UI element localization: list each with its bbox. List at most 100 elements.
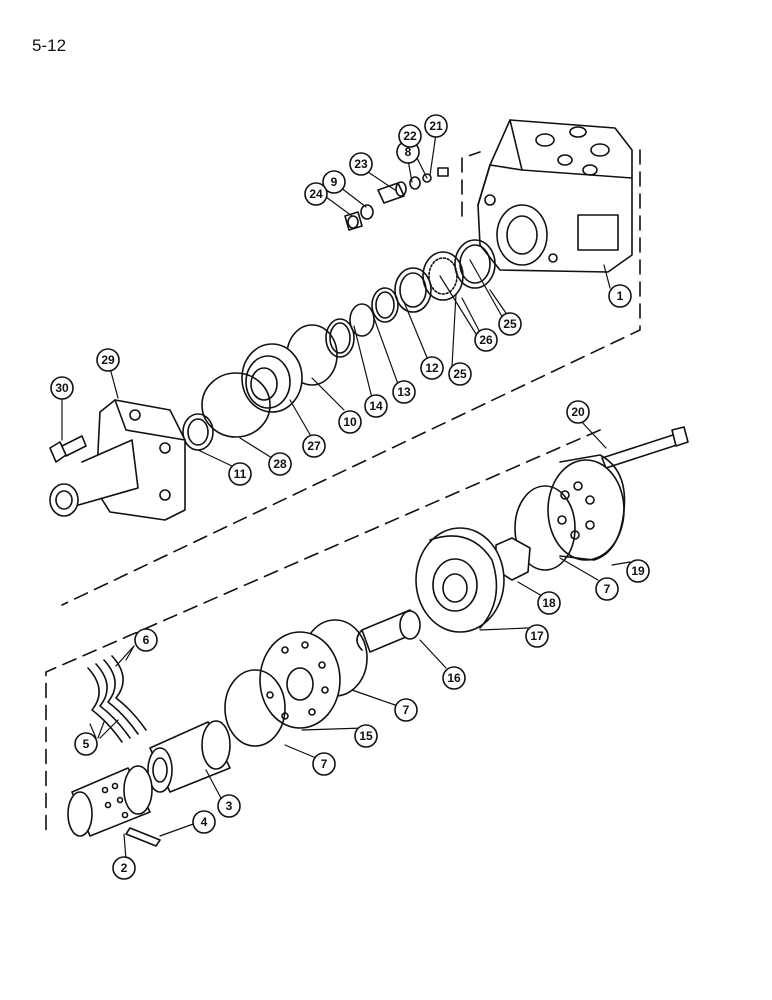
callout-c28: 28: [268, 452, 292, 476]
callout-circle: [420, 356, 444, 380]
callout-c30: 30: [50, 376, 74, 400]
mounting-flange-part: [49, 399, 186, 521]
callout-circle: [312, 752, 336, 776]
assembly-boundary-upper: [61, 149, 641, 606]
callout-circle: [474, 328, 498, 352]
callout-c18: 18: [537, 591, 561, 615]
bolt-20: [601, 426, 689, 469]
callout-c19: 19: [626, 559, 650, 583]
callout-c13: 13: [392, 380, 416, 404]
callout-circle: [322, 170, 346, 194]
callout-circle: [608, 284, 632, 308]
callout-label: 3: [226, 799, 233, 813]
callout-circle: [302, 434, 326, 458]
callout-c14: 14: [364, 394, 388, 418]
page-number: 5-12: [32, 36, 67, 55]
callout-label: 10: [343, 415, 357, 429]
callout-circle: [268, 452, 292, 476]
callout-circle: [112, 856, 136, 880]
callout-label: 20: [571, 405, 585, 419]
callout-label: 22: [403, 129, 417, 143]
end-cap-part: [547, 454, 626, 561]
callout-circle: [338, 410, 362, 434]
callout-label: 7: [403, 703, 410, 717]
callout-circle: [525, 624, 549, 648]
callout-label: 7: [321, 757, 328, 771]
callout-c17: 17: [525, 624, 549, 648]
callout-label: 24: [309, 187, 323, 201]
callout-label: 9: [331, 175, 338, 189]
callout-label: 17: [530, 629, 544, 643]
callout-circle: [595, 577, 619, 601]
callout-c4: 4: [192, 810, 216, 834]
callout-circle: [424, 114, 448, 138]
callout-c7c: 7: [312, 752, 336, 776]
callout-label: 2: [121, 861, 128, 875]
callout-circle: [398, 124, 422, 148]
callout-circle: [537, 591, 561, 615]
o-ring-28: [201, 372, 271, 438]
small-valve-parts: [344, 167, 449, 231]
callout-circle: [566, 400, 590, 424]
callout-label: 6: [143, 633, 150, 647]
callout-c7b: 7: [394, 698, 418, 722]
callout-circle: [442, 666, 466, 690]
callout-circle: [394, 698, 418, 722]
assembly-boundary-lower: [45, 429, 601, 836]
callout-label: 7: [604, 582, 611, 596]
callout-label: 12: [425, 361, 439, 375]
callout-circle: [192, 810, 216, 834]
callout-c21: 21: [424, 114, 448, 138]
callout-label: 21: [429, 119, 443, 133]
callout-label: 11: [234, 467, 247, 481]
pin-part: [125, 827, 161, 847]
o-ring-7-upper: [514, 485, 576, 571]
callout-label: 16: [447, 671, 461, 685]
callout-c20: 20: [566, 400, 590, 424]
callout-c16: 16: [442, 666, 466, 690]
gland-part: [241, 343, 303, 413]
callout-c3: 3: [217, 794, 241, 818]
thrust-rings: [325, 239, 496, 358]
callout-circle: [228, 462, 252, 486]
callout-c26: 26: [474, 328, 498, 352]
callout-circle: [392, 380, 416, 404]
o-ring-7-lower: [224, 669, 286, 747]
callout-c10: 10: [338, 410, 362, 434]
callout-label: 25: [453, 367, 467, 381]
callout-label: 23: [354, 157, 368, 171]
callout-label: 29: [101, 353, 115, 367]
callout-c24: 24: [304, 182, 328, 206]
callout-circle: [354, 724, 378, 748]
callout-c23: 23: [349, 152, 373, 176]
callout-label: 19: [631, 564, 645, 578]
callout-label: 25: [503, 317, 517, 331]
callout-label: 13: [397, 385, 411, 399]
callout-c15: 15: [354, 724, 378, 748]
drive-shaft-part: [356, 609, 421, 653]
callout-c7a: 7: [595, 577, 619, 601]
callout-c27: 27: [302, 434, 326, 458]
bolt-30: [49, 435, 87, 463]
spool-part: [147, 720, 231, 793]
callout-c25b: 25: [448, 362, 472, 386]
callout-label: 1: [617, 289, 624, 303]
callout-group: 1234567778910111213141516171819202122232…: [50, 114, 650, 880]
callout-label: 5: [83, 737, 90, 751]
callout-c5: 5: [74, 732, 98, 756]
callout-circle: [498, 312, 522, 336]
callout-circle: [364, 394, 388, 418]
callout-label: 18: [542, 596, 556, 610]
callout-circle: [304, 182, 328, 206]
centering-springs-part: [87, 655, 147, 743]
callout-circle: [74, 732, 98, 756]
callout-circle: [448, 362, 472, 386]
callout-circle: [626, 559, 650, 583]
callout-label: 26: [479, 333, 493, 347]
callout-label: 14: [369, 399, 383, 413]
callout-c25a: 25: [498, 312, 522, 336]
callout-c6: 6: [134, 628, 158, 652]
callout-c12: 12: [420, 356, 444, 380]
callout-circle: [217, 794, 241, 818]
